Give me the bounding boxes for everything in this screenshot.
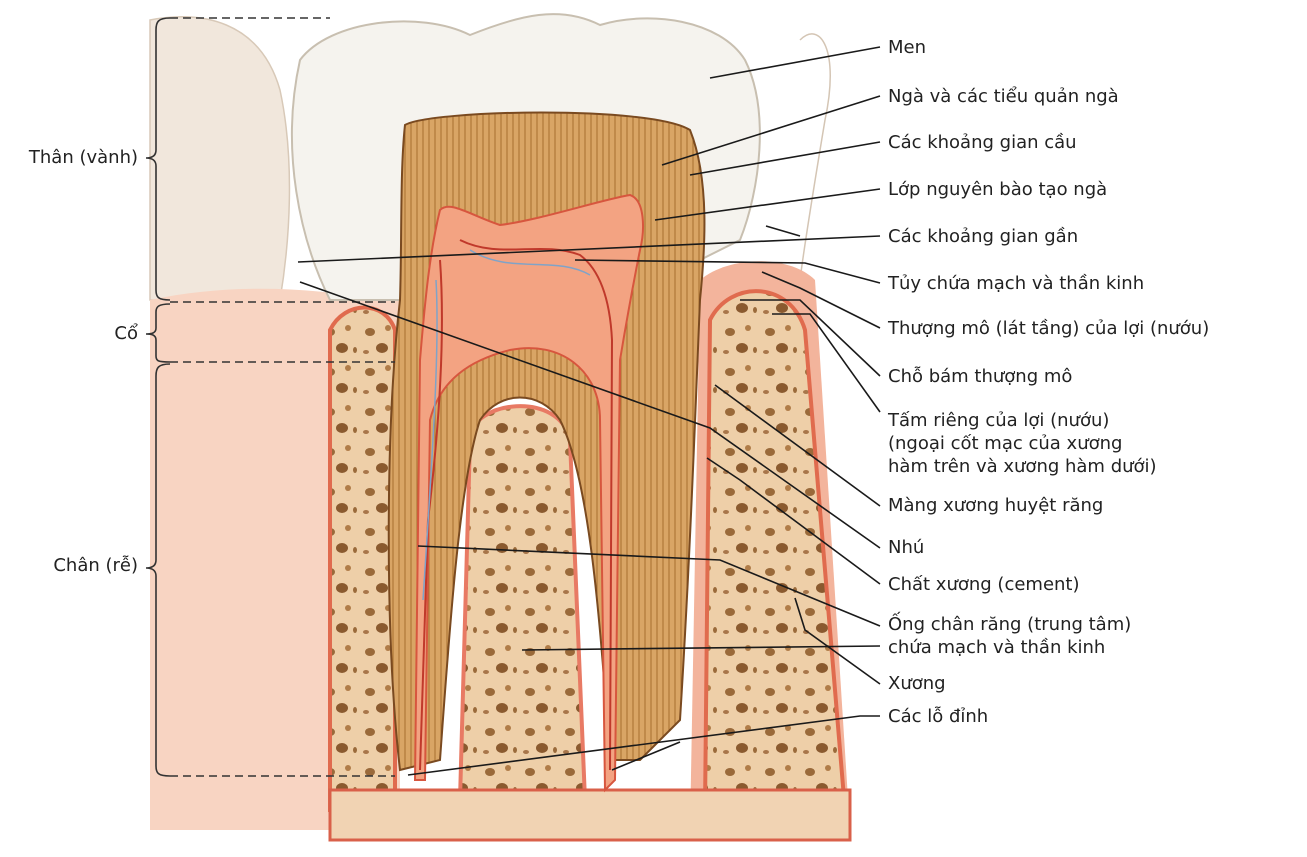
label-apical-foramina: Các lỗ đỉnh [888, 706, 989, 727]
pulp-vessels [419, 239, 614, 771]
label-lamina-propria-line3: hàm trên và xương hàm dưới) [888, 456, 1157, 477]
label-enamel: Men [888, 37, 927, 58]
label-pulp: Tủy chứa mạch và thần kinh [888, 273, 1145, 294]
label-near-spaces: Các khoảng gian gần [888, 226, 1079, 247]
region-label-neck: Cổ [114, 323, 138, 344]
label-gingival-epithelium: Thượng mô (lát tầng) của lợi (nướu) [888, 318, 1210, 339]
label-alveolar-periosteum: Màng xương huyệt răng [888, 495, 1104, 516]
label-odontoblast-layer: Lớp nguyên bào tạo ngà [888, 179, 1108, 200]
label-root-canal-line1: Ống chân răng (trung tâm) [888, 614, 1132, 635]
region-brackets [145, 17, 171, 777]
neighbor-tooth-left [149, 15, 291, 301]
label-root-canal-line2: chứa mạch và thần kinh [888, 637, 1106, 658]
label-bone: Xương [888, 673, 946, 694]
alveolar-bone-right [702, 289, 848, 812]
neighbor-tooth-right [799, 33, 831, 281]
label-interglobular-spaces: Các khoảng gian cầu [888, 132, 1077, 153]
basal-bone [328, 788, 852, 842]
interradicular-bone [457, 404, 588, 802]
label-dentin: Ngà và các tiểu quản ngà [888, 86, 1119, 107]
label-papilla: Nhú [888, 537, 925, 558]
label-lamina-propria-line1: Tấm riêng của lợi (nướu) [888, 410, 1110, 431]
region-label-root: Chân (rễ) [53, 555, 138, 576]
alveolar-bone-left [328, 305, 397, 812]
label-epithelial-attachment: Chỗ bám thượng mô [888, 366, 1073, 387]
label-lamina-propria-line2: (ngoại cốt mạc của xương [888, 433, 1123, 454]
label-cement: Chất xương (cement) [888, 574, 1080, 595]
region-label-crown: Thân (vành) [28, 147, 138, 168]
leader-lines [297, 46, 881, 776]
